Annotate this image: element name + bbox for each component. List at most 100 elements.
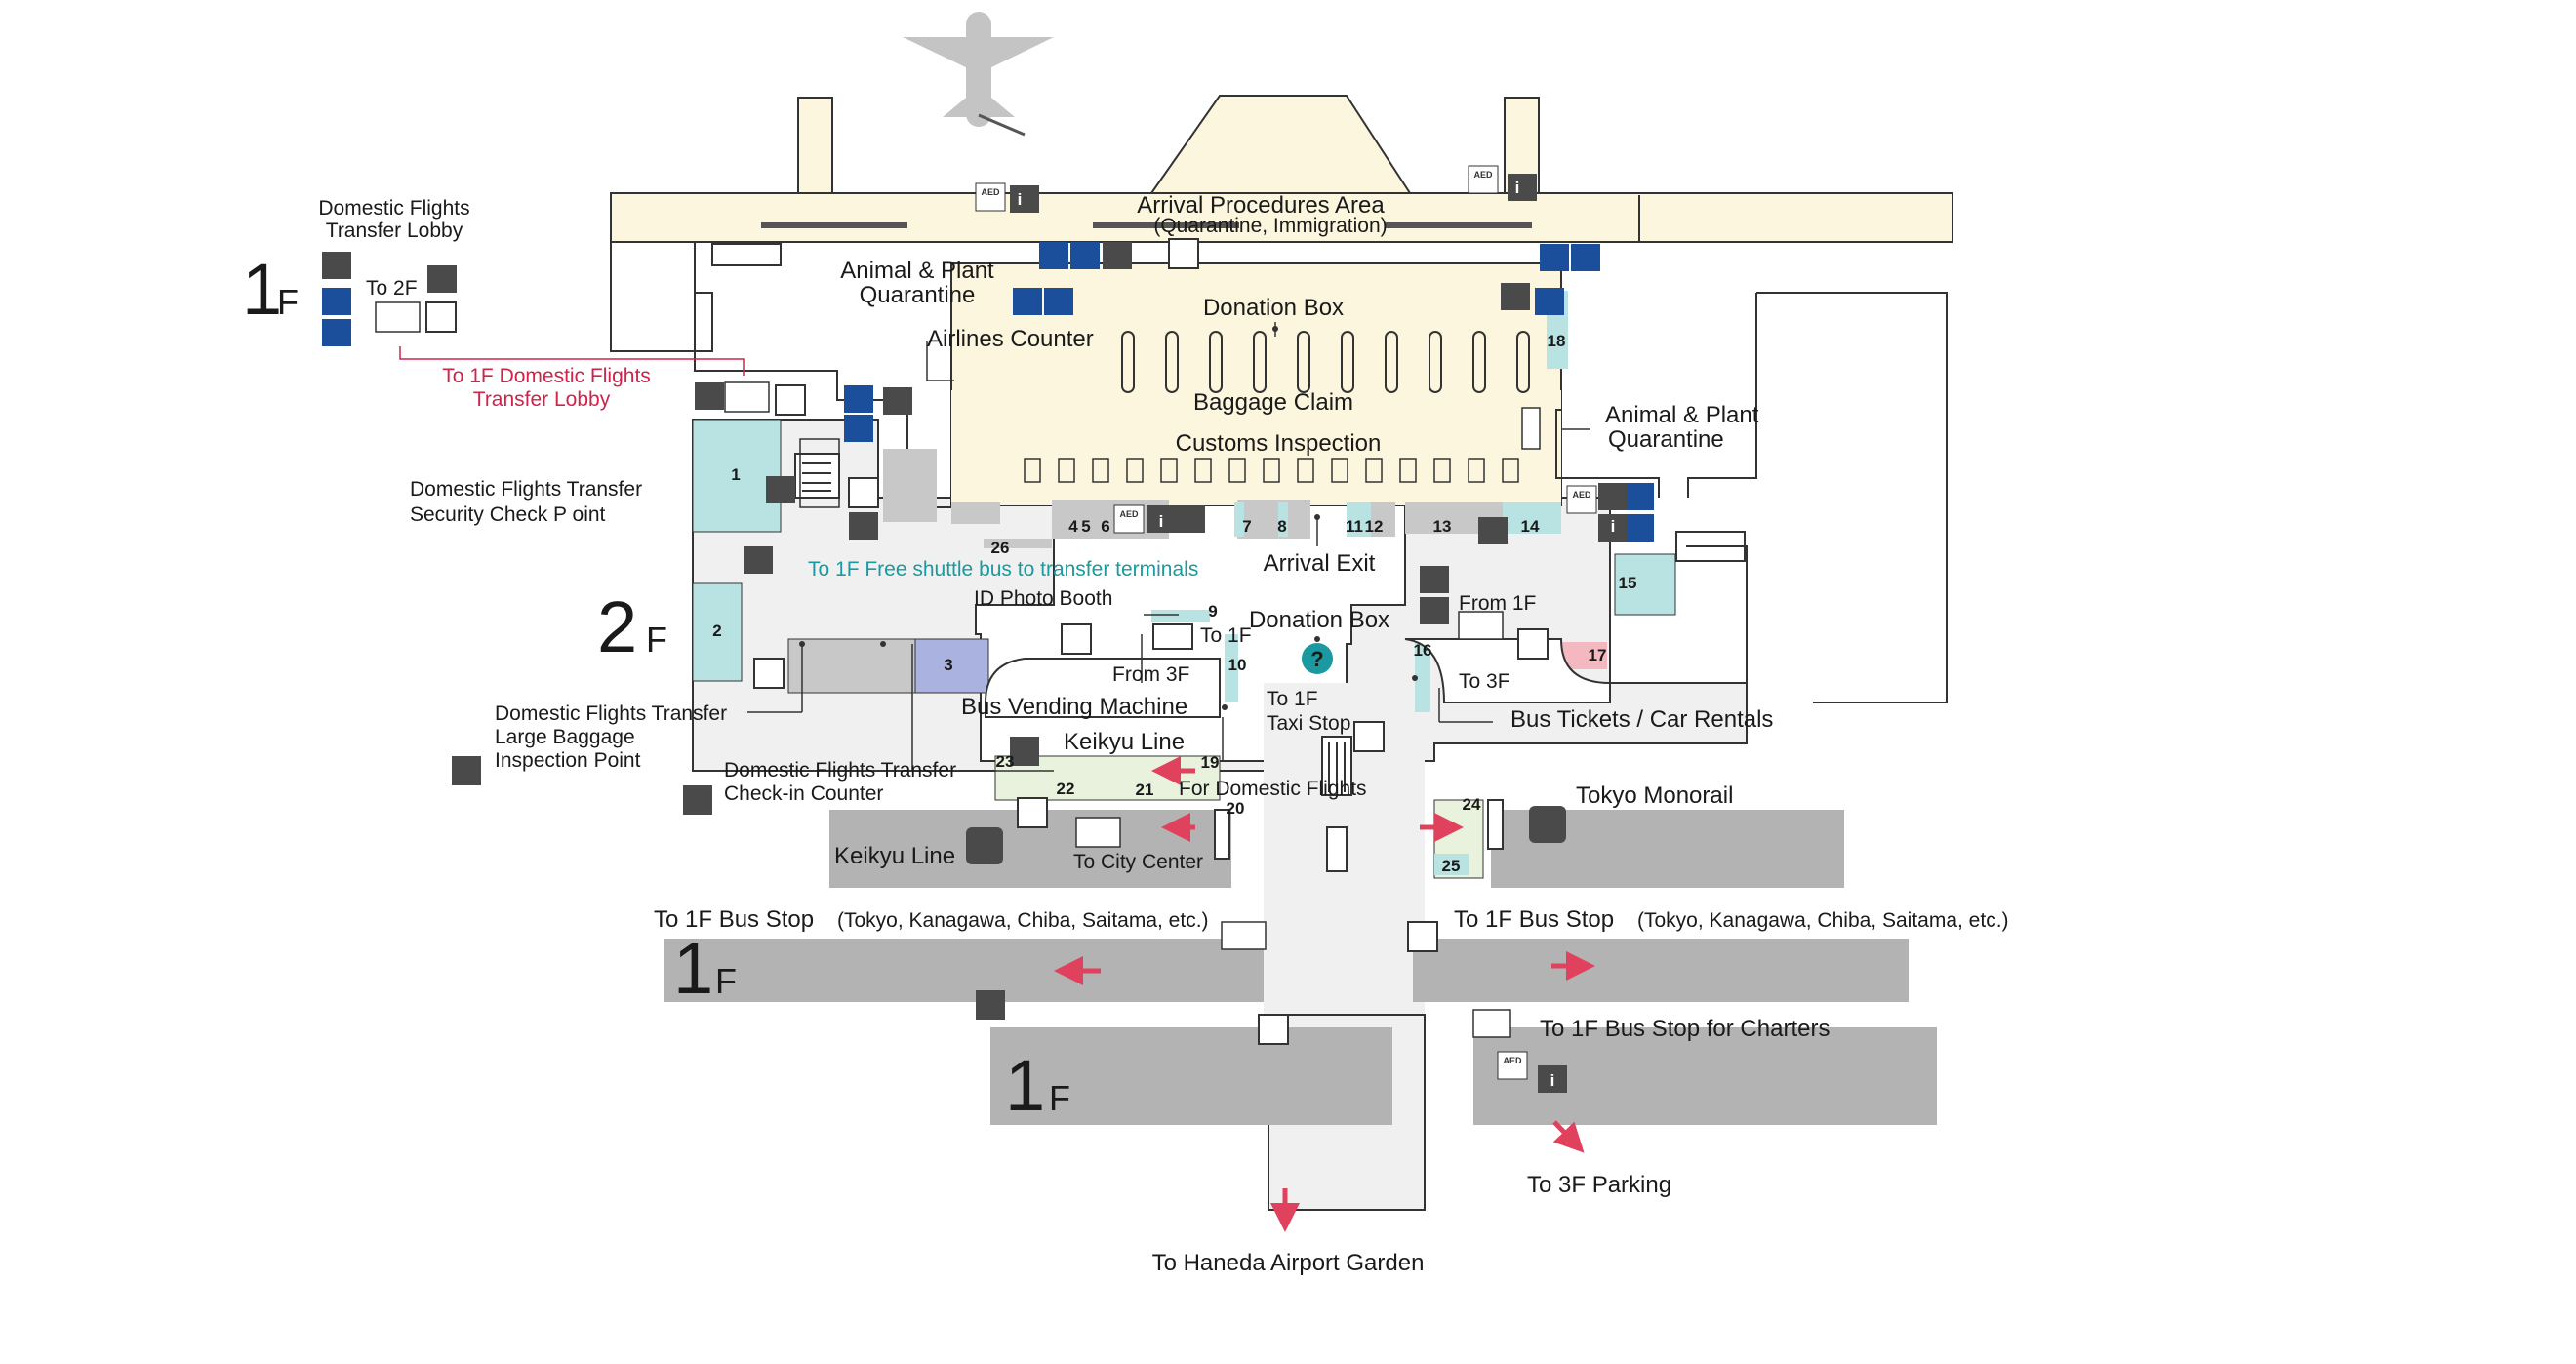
- airlines-counter-label: Airlines Counter: [927, 326, 1094, 352]
- aed-label: AED: [1473, 170, 1493, 180]
- bus-tickets-label: Bus Tickets / Car Rentals: [1510, 706, 1773, 733]
- area-number-15: 15: [1619, 574, 1637, 592]
- keikyu-line-top-label: Keikyu Line: [1064, 729, 1185, 755]
- info-desk-icon: ?: [1302, 643, 1333, 674]
- arrival-procedures-area: [610, 192, 1953, 243]
- shuttle-bus-label: To 1F Free shuttle bus to transfer termi…: [808, 558, 1198, 581]
- area-number-7: 7: [1242, 517, 1251, 536]
- arrival-exit-label: Arrival Exit: [1264, 550, 1376, 577]
- area-number-5: 5: [1081, 517, 1090, 536]
- animal-plant-right-1: Animal & Plant: [1605, 402, 1759, 428]
- restroom-icon: [322, 242, 1654, 510]
- aed-glyphs: AED AED AED AED AED: [981, 170, 1591, 1065]
- area-number-13: 13: [1433, 517, 1452, 536]
- customs-inspection-label: Customs Inspection: [1176, 430, 1382, 457]
- info-icon: i: [1550, 1071, 1555, 1090]
- security-check-label-1: Domestic Flights Transfer: [410, 478, 642, 501]
- direction-arrows: [1054, 756, 1595, 1232]
- floor-1f-inset-suffix: F: [277, 282, 299, 322]
- area-number-20: 20: [1227, 799, 1245, 818]
- area-numbers: 1 2 3 4 5 6 7 8 9 10 11 12 13 14 15 16 1…: [712, 332, 1636, 875]
- to-2f-label: To 2F: [366, 277, 418, 300]
- security-check-label-2: Security Check P oint: [410, 503, 606, 526]
- customs-area: [951, 390, 1561, 505]
- inset-1f-outline: [399, 346, 745, 376]
- large-baggage-label-2: Large Baggage: [495, 726, 635, 748]
- animal-plant-left-2: Quarantine: [860, 282, 976, 308]
- to-1f-domestic-label-1: To 1F Domestic Flights: [442, 365, 651, 387]
- bus-stop-right-sub: (Tokyo, Kanagawa, Chiba, Saitama, etc.): [1637, 909, 2009, 932]
- bus-stop-right-label: To 1F Bus Stop: [1454, 906, 1614, 933]
- from-1f-label: From 1F: [1459, 592, 1536, 615]
- floor-1f-charter: 1: [1005, 1045, 1045, 1126]
- area-number-6: 6: [1101, 517, 1109, 536]
- donation-box-mid-label: Donation Box: [1249, 607, 1389, 633]
- aed-label: AED: [1572, 490, 1591, 500]
- lobby-curves: [985, 638, 1611, 718]
- info-icon: i: [1515, 179, 1520, 197]
- floor-1f-bus-suffix: F: [715, 961, 737, 1001]
- arrival-procedures-label: Arrival Procedures Area: [1137, 192, 1385, 219]
- for-domestic-label: For Domestic Flights: [1179, 778, 1367, 800]
- area-number-18: 18: [1548, 332, 1566, 350]
- immigration-booths: [761, 222, 1532, 228]
- area-number-16: 16: [1414, 641, 1432, 660]
- area-number-2: 2: [712, 622, 721, 640]
- area-number-4: 4: [1068, 517, 1078, 536]
- area-number-22: 22: [1057, 780, 1075, 798]
- to-1f-taxi-label-1: To 1F: [1267, 688, 1318, 710]
- to-1f-label-a: To 1F: [1200, 624, 1252, 647]
- area-number-14: 14: [1521, 517, 1540, 536]
- bus-stop-left-label: To 1F Bus Stop: [654, 906, 814, 933]
- icon-glyphs: i i i i i: [1018, 179, 1616, 1090]
- area-number-11: 11: [1346, 517, 1363, 536]
- to-city-center-label: To City Center: [1073, 851, 1203, 873]
- bus-stop-charters-label: To 1F Bus Stop for Charters: [1540, 1016, 1830, 1042]
- area-number-1: 1: [731, 465, 740, 484]
- to-1f-domestic-label-2: Transfer Lobby: [473, 388, 611, 411]
- info-icon: i: [1611, 517, 1616, 536]
- area-number-8: 8: [1277, 517, 1286, 536]
- transfer-sign-icon: [375, 301, 1511, 1038]
- service-icons: [322, 174, 1628, 1093]
- help-glyph: ?: [1310, 647, 1323, 671]
- zigzag-edge: [1434, 1125, 1873, 1142]
- aed-label: AED: [1503, 1056, 1522, 1065]
- baggage-claim-label: Baggage Claim: [1193, 389, 1353, 416]
- escalator-icon: [794, 453, 1504, 872]
- checkin-counter-label-2: Check-in Counter: [724, 782, 883, 805]
- to-3f-label: To 3F: [1459, 670, 1510, 693]
- area-number-23: 23: [996, 752, 1015, 771]
- floor-2f-suffix: F: [646, 620, 667, 660]
- area-number-3: 3: [944, 656, 952, 674]
- area-number-25: 25: [1442, 857, 1461, 875]
- to-3f-parking-label: To 3F Parking: [1527, 1172, 1671, 1198]
- area-number-26: 26: [991, 539, 1010, 557]
- aed-icon: [975, 165, 1597, 1080]
- customs-counters: [1024, 458, 1519, 483]
- donation-box-top-label: Donation Box: [1203, 295, 1344, 321]
- area-number-24: 24: [1463, 795, 1481, 814]
- keikyu-line-bottom-label: Keikyu Line: [834, 843, 955, 869]
- map-labels: Arrival Procedures Area (Quarantine, Imm…: [318, 192, 2008, 1276]
- transfer-lobby-label-1: Domestic Flights: [318, 197, 469, 220]
- area-number-17: 17: [1589, 646, 1607, 664]
- to-haneda-garden-label: To Haneda Airport Garden: [1152, 1250, 1425, 1276]
- checkin-counter-label-1: Domestic Flights Transfer: [724, 759, 956, 782]
- shop-blocks: [692, 291, 1676, 879]
- tokyo-monorail-label: Tokyo Monorail: [1576, 782, 1733, 809]
- right-annex-outline: [1555, 195, 1948, 703]
- airplane-icon: [903, 12, 1054, 137]
- area-number-9: 9: [1208, 602, 1217, 621]
- transfer-lobby-label-2: Transfer Lobby: [326, 220, 463, 242]
- floor-1f-bus: 1: [673, 928, 713, 1009]
- animal-plant-left-1: Animal & Plant: [840, 258, 994, 284]
- info-icon: i: [1018, 190, 1023, 209]
- info-icon: i: [1159, 512, 1164, 531]
- bus-vending-label: Bus Vending Machine: [961, 694, 1187, 720]
- large-baggage-label-3: Inspection Point: [495, 749, 641, 772]
- area-number-21: 21: [1136, 781, 1154, 799]
- area-number-19: 19: [1201, 753, 1220, 772]
- bus-stop-left-sub: (Tokyo, Kanagawa, Chiba, Saitama, etc.): [837, 909, 1209, 932]
- marker-dots: [799, 326, 1418, 710]
